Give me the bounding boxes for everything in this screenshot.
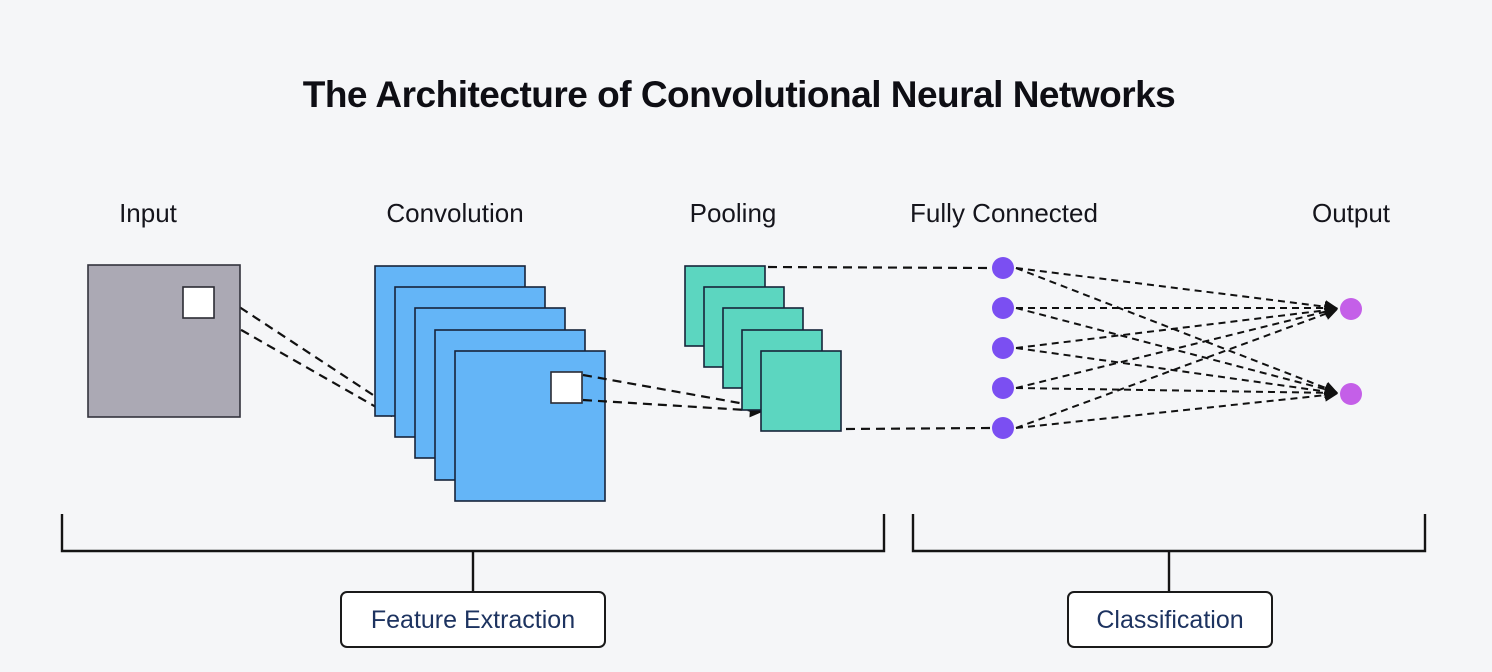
stage-label-convolution: Convolution xyxy=(386,198,523,228)
input-image-square xyxy=(87,264,241,418)
output-neuron xyxy=(1340,298,1362,320)
feature-extraction-box xyxy=(340,591,606,648)
fc-to-output-line xyxy=(1015,305,1338,389)
fc-to-output-line xyxy=(1015,386,1338,400)
fc-to-output-line xyxy=(1015,347,1338,398)
stage-label-fully-connected: Fully Connected xyxy=(910,198,1098,228)
classification-box xyxy=(1067,591,1273,648)
fc-to-output-line xyxy=(1015,267,1338,395)
fc-neuron xyxy=(992,297,1014,319)
classification-label: Classification xyxy=(1096,606,1243,634)
pooling-stage xyxy=(684,265,842,432)
fc-neuron xyxy=(992,337,1014,359)
fc-neuron xyxy=(992,377,1014,399)
conv-to-pool-line xyxy=(582,373,765,412)
stage-label-pooling: Pooling xyxy=(690,198,777,228)
fc-to-output-line xyxy=(1015,267,1338,314)
feature-extraction-label: Feature Extraction xyxy=(371,606,575,634)
feature-extraction-group: Feature Extraction xyxy=(60,514,886,648)
pool-layer-square xyxy=(760,350,842,432)
fc-neuron xyxy=(992,417,1014,439)
fc-to-output-line xyxy=(1015,303,1338,349)
diagram-title: The Architecture of Convolutional Neural… xyxy=(303,74,1176,115)
pool-to-fc-connections xyxy=(767,265,991,431)
fc-to-output-line xyxy=(1015,307,1338,429)
fc-neuron xyxy=(992,257,1014,279)
output-stage xyxy=(1340,298,1362,405)
convolution-stage xyxy=(374,265,606,502)
stage-label-output: Output xyxy=(1312,198,1391,228)
stage-label-input: Input xyxy=(119,198,178,228)
input-kernel-window xyxy=(182,286,215,319)
fully-connected-stage xyxy=(992,257,1014,439)
fc-to-output-connections xyxy=(1015,267,1338,429)
pool-to-fc-line xyxy=(845,426,991,431)
input-stage xyxy=(87,264,241,418)
conv-kernel-window xyxy=(550,371,583,404)
output-neuron xyxy=(1340,383,1362,405)
pool-to-fc-line xyxy=(767,265,991,270)
fc-to-output-line xyxy=(1015,388,1338,429)
conv-to-pool-connections xyxy=(582,373,765,418)
classification-group: Classification xyxy=(911,514,1427,648)
